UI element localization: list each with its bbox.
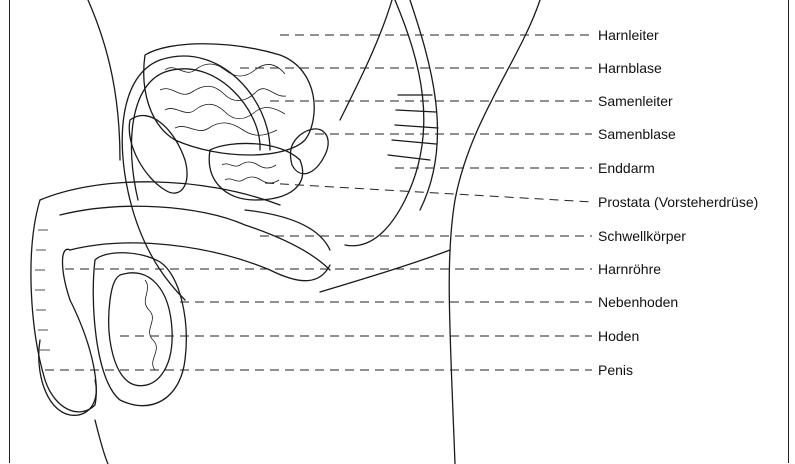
- label-harnleiter: Harnleiter: [598, 27, 659, 43]
- label-hoden: Hoden: [598, 328, 639, 344]
- label-prostata: Prostata (Vorsteherdrüse): [598, 194, 758, 210]
- label-samenblase: Samenblase: [598, 126, 676, 142]
- label-enddarm: Enddarm: [598, 160, 655, 176]
- label-schwellkoerper: Schwellkörper: [598, 228, 686, 244]
- label-harnroehre: Harnröhre: [598, 261, 661, 277]
- label-nebenhoden: Nebenhoden: [598, 294, 678, 310]
- leader-line: [265, 183, 592, 202]
- label-penis: Penis: [598, 362, 633, 378]
- label-samenleiter: Samenleiter: [598, 93, 673, 109]
- label-harnblase: Harnblase: [598, 60, 662, 76]
